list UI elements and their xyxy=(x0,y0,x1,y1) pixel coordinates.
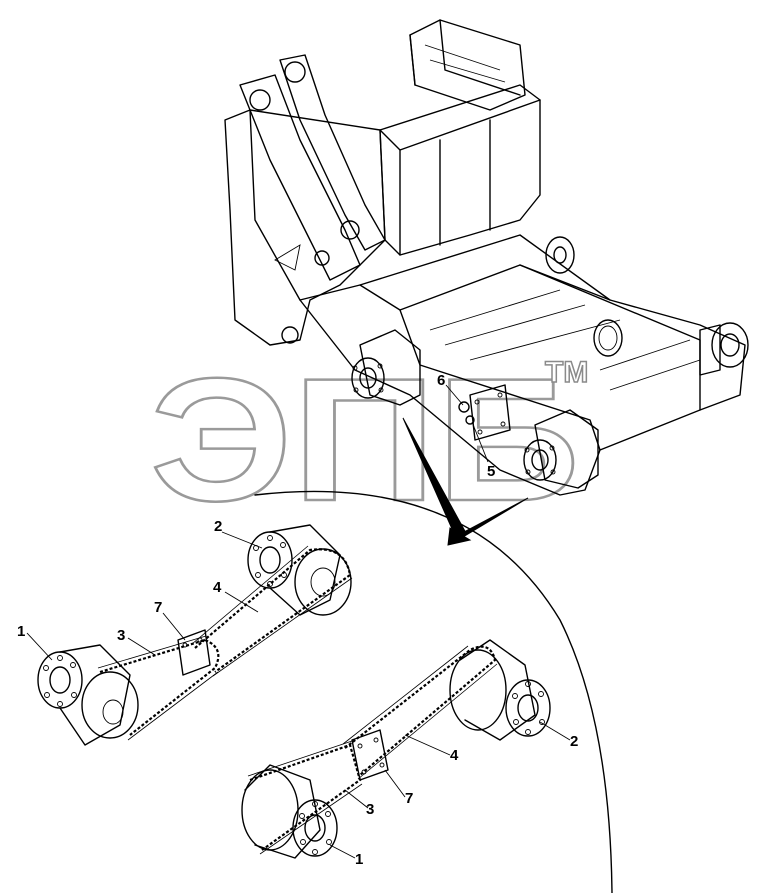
callout-1-right: 1 xyxy=(355,851,363,868)
leader-lines xyxy=(26,384,571,859)
detail-callout xyxy=(254,417,613,893)
left-front-hub xyxy=(37,644,131,746)
right-rear-hub xyxy=(459,639,551,741)
callout-4-right: 4 xyxy=(450,747,459,764)
right-front-hub xyxy=(244,764,338,859)
callout-6-upper: 6 xyxy=(437,372,445,389)
callout-7-left: 7 xyxy=(154,599,162,616)
callout-3-right: 3 xyxy=(366,801,374,818)
detail-arc xyxy=(254,490,613,893)
callout-1-left: 1 xyxy=(17,623,25,640)
watermark: ЭПБ TM xyxy=(149,342,589,540)
callout-7-right: 7 xyxy=(405,790,413,807)
upper-axle-hub-right xyxy=(523,409,599,489)
callout-2-left: 2 xyxy=(214,518,222,535)
loader-frame xyxy=(224,19,749,496)
callout-labels: 6 5 2 4 7 1 3 2 4 7 3 1 xyxy=(17,372,578,868)
frame-right-hub xyxy=(699,322,749,376)
right-chain-drive xyxy=(241,639,551,859)
upper-axle-hub-left xyxy=(351,329,421,406)
callout-3-left: 3 xyxy=(117,627,125,644)
left-chain-drive xyxy=(37,524,353,746)
watermark-trademark: TM xyxy=(545,356,588,389)
callout-4-left: 4 xyxy=(213,579,222,596)
frame-left-hub xyxy=(545,236,575,274)
callout-5-upper: 5 xyxy=(487,463,495,480)
callout-2-right: 2 xyxy=(570,733,578,750)
left-rear-hub xyxy=(247,524,341,616)
